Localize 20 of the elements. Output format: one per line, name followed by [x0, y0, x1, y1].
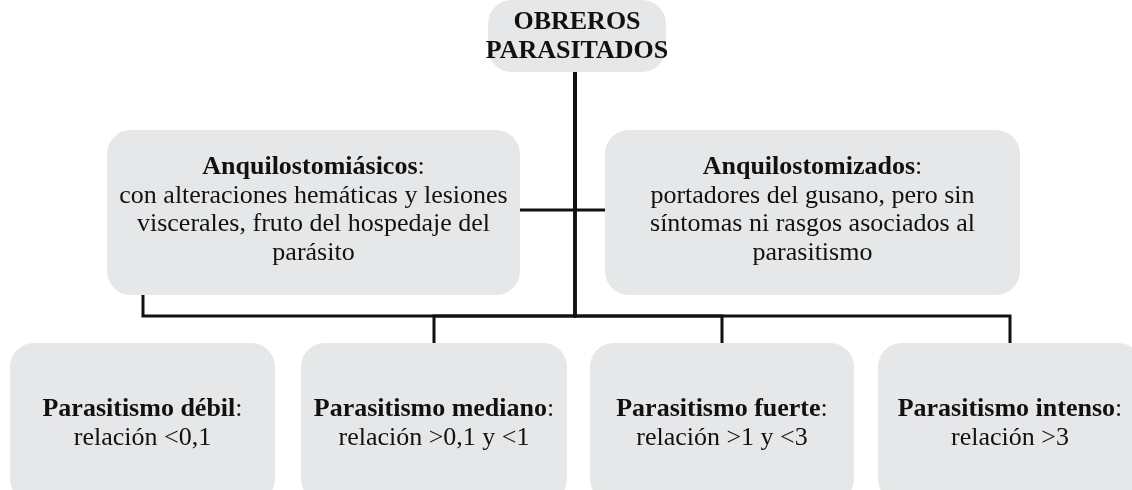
text-box	[488, 0, 666, 72]
text-box	[590, 343, 854, 490]
text-box	[10, 343, 275, 490]
text-box	[878, 343, 1132, 490]
box-heading: OBREROS PARASITADOS	[485, 7, 669, 65]
box-text: relación <0,1	[73, 423, 212, 452]
text-box	[605, 130, 1020, 295]
box-heading: Parasitismo mediano:	[313, 394, 555, 423]
box-heading: Anquilostomizados:	[702, 152, 923, 181]
box-heading: Parasitismo débil:	[42, 394, 243, 423]
box-text: portadores del gusano, pero sin síntomas ni rasgos asociados al parasitismo	[649, 180, 976, 267]
box-text: relación >3	[951, 423, 1069, 452]
box-text: con alteraciones hemáticas y lesiones viscerales, fruto del hospedaje del parásito	[118, 180, 509, 267]
box-text: relación >0,1 y <1	[338, 423, 530, 452]
box-heading: Anquilostomiásicos:	[202, 152, 425, 181]
box-heading: Parasitismo fuerte:	[616, 394, 828, 423]
box-text: relación >1 y <3	[636, 423, 808, 452]
text-box	[107, 130, 520, 295]
box-heading: Parasitismo intenso:	[897, 394, 1123, 423]
text-box	[301, 343, 567, 490]
